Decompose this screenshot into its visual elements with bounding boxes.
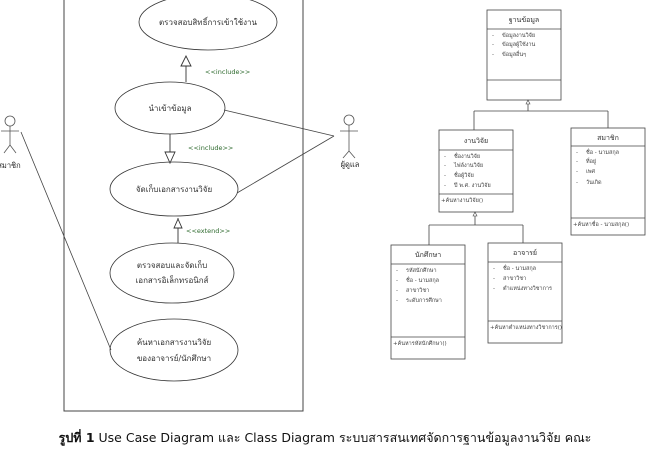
class-attribute: ชื่อ - นามสกุล bbox=[503, 264, 536, 272]
svg-text:-: - bbox=[492, 52, 494, 58]
arrowhead-icon bbox=[472, 211, 478, 217]
svg-text:-: - bbox=[576, 159, 578, 165]
svg-text:-: - bbox=[576, 180, 578, 186]
association-line bbox=[20, 131, 112, 351]
svg-text:-: - bbox=[576, 169, 578, 175]
class-operation: +ค้นหาตำแหน่งทางวิชาการ() bbox=[490, 324, 562, 331]
class-attribute: ไฟล์งานวิจัย bbox=[453, 162, 483, 169]
svg-text:-: - bbox=[444, 173, 446, 179]
class-attribute: ชื่อ - นามสกุล bbox=[586, 148, 619, 156]
class-name: นักศึกษา bbox=[415, 250, 441, 259]
association-line bbox=[236, 135, 335, 194]
use-case-label: ค้นหาเอกสารงานวิจัย bbox=[137, 338, 211, 347]
svg-text:-: - bbox=[444, 183, 446, 189]
class-student[interactable]: นักศึกษา - รหัสนักศึกษา - ชื่อ - นามสกุล -… bbox=[390, 244, 466, 360]
figure-caption-text: Use Case Diagram และ Class Diagram ระบบส… bbox=[94, 430, 592, 445]
class-attribute: ชื่อ - นามสกุล bbox=[406, 276, 439, 284]
svg-text:-: - bbox=[576, 150, 578, 156]
svg-text:-: - bbox=[396, 268, 398, 274]
arrowhead-icon bbox=[180, 54, 192, 67]
use-case-label: เอกสารอิเล็กทรอนิกส์ bbox=[136, 275, 209, 285]
class-attribute: สาขาวิชา bbox=[406, 287, 429, 294]
svg-text:-: - bbox=[396, 288, 398, 294]
actor-head-icon bbox=[4, 115, 16, 127]
use-case-verify-access[interactable] bbox=[138, 0, 278, 51]
svg-text:-: - bbox=[493, 286, 495, 292]
arrowhead-icon bbox=[173, 217, 183, 229]
use-case-label: ของอาจารย์/นักศึกษา bbox=[137, 353, 211, 363]
class-name: สมาชิก bbox=[597, 134, 619, 142]
svg-text:-: - bbox=[396, 278, 398, 284]
actor-admin[interactable]: ผู้ดูแล bbox=[340, 114, 360, 169]
system-boundary bbox=[63, 0, 304, 412]
use-case-label: ตรวจสอบและจัดเก็บ bbox=[137, 260, 207, 270]
association-line bbox=[223, 109, 335, 137]
svg-text:-: - bbox=[396, 298, 398, 304]
class-attribute: รหัสนักศึกษา bbox=[406, 267, 437, 274]
class-attribute: ชื่องานวิจัย bbox=[454, 152, 480, 160]
actor-member[interactable]: สมาชิก bbox=[0, 115, 21, 170]
use-case-store-research[interactable] bbox=[109, 161, 239, 217]
use-case-label: ตรวจสอบสิทธิ์การเข้าใช้งาน bbox=[159, 16, 258, 27]
use-case-label: นำเข้าข้อมูล bbox=[148, 104, 191, 114]
actor-label: สมาชิก bbox=[0, 161, 21, 170]
use-case-check-store-edoc[interactable] bbox=[109, 242, 235, 304]
arrowhead-icon bbox=[164, 151, 176, 165]
class-attribute: ที่อยู่ bbox=[586, 157, 597, 165]
arrowhead-icon bbox=[525, 99, 531, 105]
class-database[interactable]: ฐานข้อมูล - ข้อมูลงานวิจัย - ข้อมูลผู้ใช้ง… bbox=[486, 9, 562, 101]
use-case-label: จัดเก็บเอกสารงานวิจัย bbox=[136, 184, 212, 194]
actor-head-icon bbox=[343, 114, 355, 126]
class-attribute: วันเกิด bbox=[586, 179, 602, 186]
class-operation: +ค้นหาชื่อ - นามสกุล() bbox=[573, 220, 629, 228]
use-case-search-research[interactable] bbox=[109, 318, 239, 382]
figure-number: รูปที่ 1 bbox=[58, 430, 95, 445]
class-name: ฐานข้อมูล bbox=[509, 16, 539, 24]
stereotype-label: <<extend>> bbox=[186, 227, 230, 235]
class-teacher[interactable]: อาจารย์ - ชื่อ - นามสกุล - สาขาวิชา - ตำแหน… bbox=[487, 242, 563, 344]
class-research[interactable]: งานวิจัย - ชื่องานวิจัย - ไฟล์งานวิจัย - ชื… bbox=[438, 129, 514, 213]
class-attribute: เพศ bbox=[586, 168, 596, 175]
svg-text:-: - bbox=[493, 276, 495, 282]
class-attribute: ข้อมูลงานวิจัย bbox=[502, 32, 535, 39]
class-attribute: ตำแหน่งทางวิชาการ bbox=[503, 285, 552, 292]
svg-text:-: - bbox=[492, 42, 494, 48]
class-operation: +ค้นหารหัสนักศึกษา() bbox=[393, 340, 447, 347]
class-operation: +ค้นหางานวิจัย() bbox=[441, 197, 483, 204]
class-member[interactable]: สมาชิก - ชื่อ - นามสกุล - ที่อยู่ - เพศ - วั… bbox=[570, 127, 646, 236]
class-attribute: ข้อมูลผู้ใช้งาน bbox=[502, 41, 535, 48]
svg-text:-: - bbox=[444, 163, 446, 169]
svg-text:-: - bbox=[492, 33, 494, 39]
svg-text:-: - bbox=[444, 154, 446, 160]
class-name: อาจารย์ bbox=[513, 249, 537, 257]
class-attribute: ปี พ.ศ. งานวิจัย bbox=[453, 182, 491, 189]
class-attribute: ข้อมูลอื่นๆ bbox=[502, 50, 526, 58]
actor-label: ผู้ดูแล bbox=[341, 160, 360, 169]
figure-caption: รูปที่ 1 Use Case Diagram และ Class Diag… bbox=[0, 428, 650, 448]
stereotype-label: <<include>> bbox=[205, 68, 250, 76]
svg-text:-: - bbox=[493, 266, 495, 272]
stereotype-label: <<include>> bbox=[188, 144, 233, 152]
class-attribute: สาขาวิชา bbox=[503, 275, 526, 282]
class-attribute: ระดับการศึกษา bbox=[406, 297, 442, 304]
class-name: งานวิจัย bbox=[464, 137, 488, 145]
class-attribute: ชื่อผู้วิจัย bbox=[454, 171, 474, 179]
